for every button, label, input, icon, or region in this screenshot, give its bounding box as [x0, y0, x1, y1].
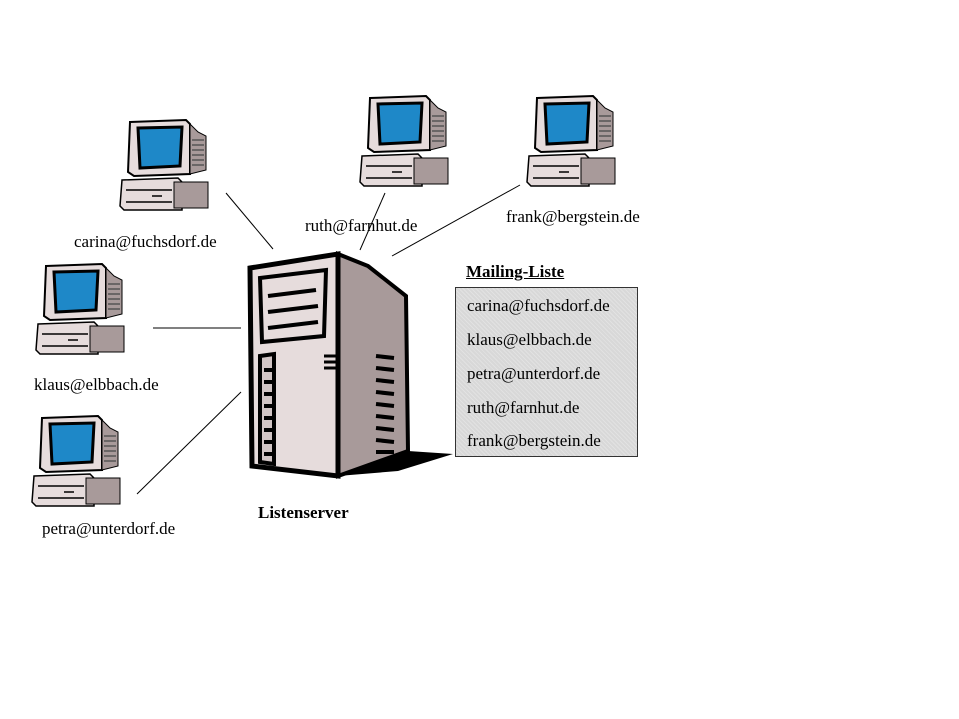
connection-line-ruth: [359, 192, 386, 251]
computer-frank: [525, 94, 617, 190]
server-tower-icon: [247, 251, 453, 479]
mailing-list-entry: petra@unterdorf.de: [467, 364, 601, 383]
desktop-computer-icon: [119, 118, 209, 211]
list-server: [238, 246, 458, 496]
computer-klaus: [34, 262, 126, 358]
mailing-list-entry: klaus@elbbach.de: [467, 330, 592, 349]
mailing-list-entry: carina@fuchsdorf.de: [467, 296, 610, 315]
connection-line-petra: [136, 391, 242, 495]
computer-ruth: [358, 94, 450, 190]
mailing-list-box: carina@fuchsdorf.de klaus@elbbach.de pet…: [455, 287, 638, 457]
mailing-list-entry: ruth@farnhut.de: [467, 398, 580, 417]
client-label-frank: frank@bergstein.de: [506, 207, 640, 226]
mailing-list-title: Mailing-Liste: [466, 262, 565, 281]
client-label-ruth: ruth@farnhut.de: [305, 216, 418, 235]
client-label-klaus: klaus@elbbach.de: [34, 375, 159, 394]
desktop-computer-icon: [31, 414, 121, 507]
connection-line-frank: [391, 184, 521, 257]
client-label-carina: carina@fuchsdorf.de: [74, 232, 217, 251]
desktop-computer-icon: [35, 262, 125, 355]
desktop-computer-icon: [526, 94, 616, 187]
computer-carina: [118, 118, 210, 214]
computer-petra: [30, 414, 122, 510]
server-label: Listenserver: [258, 503, 349, 522]
desktop-computer-icon: [359, 94, 449, 187]
mailing-list-entry: frank@bergstein.de: [467, 431, 601, 450]
connection-line-carina: [225, 192, 274, 250]
client-label-petra: petra@unterdorf.de: [42, 519, 176, 538]
